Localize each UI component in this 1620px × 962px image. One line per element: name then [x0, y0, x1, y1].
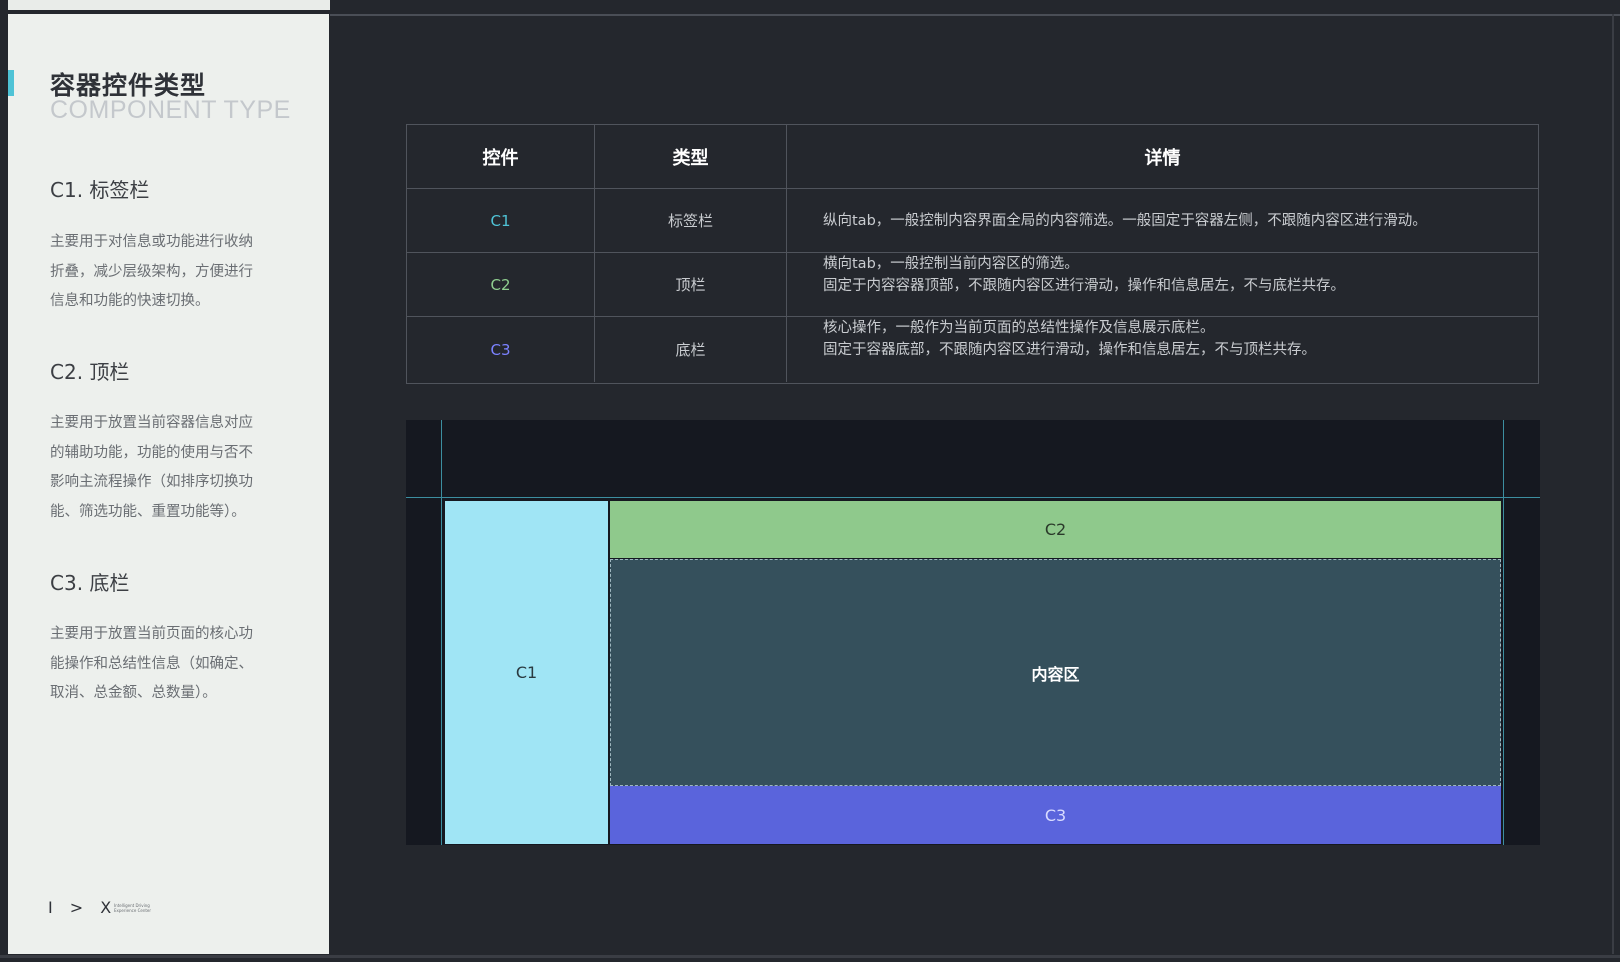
- section-line: 能、筛选功能、重置功能等）。: [50, 503, 246, 520]
- brand-logo: I > X: [48, 898, 118, 917]
- sidebar: [8, 14, 329, 954]
- section-line: 信息和功能的快速切换。: [50, 293, 210, 309]
- detail-line: 纵向tab，一般控制内容界面全局的内容筛选。一般固定于容器左侧，不跟随内容区进行…: [823, 212, 1427, 229]
- page-subtitle: COMPONENT TYPE: [50, 96, 291, 124]
- diagram-guide-left: [441, 420, 442, 845]
- diagram-c2-topbar: C2: [610, 501, 1501, 558]
- detail-line: 核心操作，一般作为当前页面的总结性操作及信息展示底栏。: [823, 320, 1215, 336]
- table-cell-detail: 核心操作，一般作为当前页面的总结性操作及信息展示底栏。 固定于容器底部，不跟随内…: [787, 317, 1538, 382]
- table-cell-detail: 横向tab，一般控制当前内容区的筛选。 固定于内容容器顶部，不跟随内容区进行滑动…: [787, 253, 1538, 317]
- diagram-guide-horizontal: [406, 497, 1540, 498]
- top-divider: [330, 14, 1620, 16]
- detail-line: 固定于容器底部，不跟随内容区进行滑动，操作和信息居左，不与顶栏共存。: [823, 342, 1316, 358]
- table-cell-type: 顶栏: [595, 253, 787, 317]
- section-heading-c3: C3. 底栏: [50, 571, 130, 595]
- section-line: 主要用于放置当前页面的核心功: [50, 626, 253, 642]
- table-cell-type: 标签栏: [595, 189, 787, 253]
- section-line: 主要用于对信息或功能进行收纳: [50, 234, 253, 250]
- section-line: 能操作和总结性信息（如确定、: [50, 655, 253, 672]
- bottom-divider: [0, 955, 1620, 958]
- section-line: 取消、总金额、总数量）。: [50, 685, 217, 701]
- table-header-control: 控件: [407, 125, 595, 189]
- table-cell-detail: 纵向tab，一般控制内容界面全局的内容筛选。一般固定于容器左侧，不跟随内容区进行…: [787, 189, 1538, 253]
- section-body-c3: 主要用于放置当前页面的核心功 能操作和总结性信息（如确定、 取消、总金额、总数量…: [50, 620, 290, 709]
- table-header-detail: 详情: [787, 125, 1538, 189]
- table-cell-code: C3: [407, 317, 595, 382]
- diagram-content-area: 内容区: [610, 559, 1501, 786]
- section-heading-c2: C2. 顶栏: [50, 360, 130, 384]
- section-line: 的辅助功能，功能的使用与否不: [50, 444, 253, 461]
- table-cell-type: 底栏: [595, 317, 787, 382]
- table-cell-code: C1: [407, 189, 595, 253]
- top-strip: [8, 0, 330, 10]
- diagram-c3-bottombar: C3: [610, 786, 1501, 844]
- diagram-c1-tabbar: C1: [445, 501, 608, 844]
- table-header-type: 类型: [595, 125, 787, 189]
- component-table: 控件 类型 详情 C1 标签栏 纵向tab，一般控制内容界面全局的内容筛选。一般…: [406, 124, 1539, 384]
- detail-line: 固定于内容容器顶部，不跟随内容区进行滑动，操作和信息居左，不与底栏共存。: [823, 278, 1345, 294]
- brand-logo-subtext: Intelligent Driving Experience Center: [114, 903, 152, 913]
- right-divider: [1612, 14, 1614, 954]
- section-line: 折叠，减少层级架构，方便进行: [50, 263, 253, 280]
- page-title: 容器控件类型: [50, 71, 207, 100]
- section-body-c2: 主要用于放置当前容器信息对应 的辅助功能，功能的使用与否不 影响主流程操作（如排…: [50, 409, 290, 527]
- title-accent-bar: [8, 70, 14, 96]
- diagram-guide-right: [1503, 420, 1504, 845]
- table-cell-code: C2: [407, 253, 595, 317]
- section-line: 主要用于放置当前容器信息对应: [50, 415, 253, 431]
- section-body-c1: 主要用于对信息或功能进行收纳 折叠，减少层级架构，方便进行 信息和功能的快速切换…: [50, 228, 290, 317]
- detail-line: 横向tab，一般控制当前内容区的筛选。: [823, 256, 1079, 272]
- section-line: 影响主流程操作（如排序切换功: [50, 474, 253, 490]
- section-heading-c1: C1. 标签栏: [50, 178, 150, 202]
